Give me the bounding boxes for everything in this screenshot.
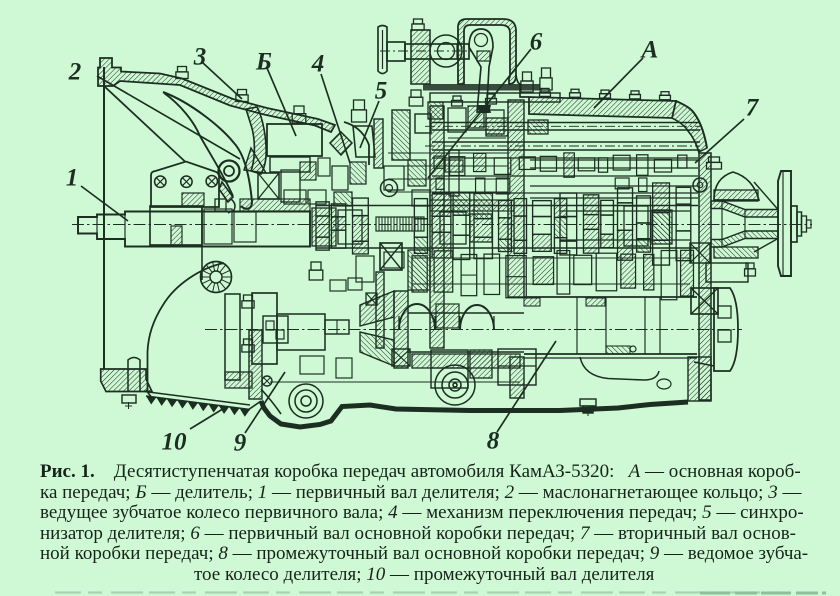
svg-text:5: 5: [375, 78, 388, 105]
svg-text:7: 7: [746, 95, 760, 122]
svg-text:6: 6: [530, 29, 543, 56]
svg-text:10: 10: [162, 429, 188, 456]
svg-text:4: 4: [311, 51, 325, 78]
svg-text:А: А: [640, 37, 659, 64]
svg-text:Б: Б: [255, 49, 272, 76]
svg-text:1: 1: [66, 165, 79, 192]
svg-text:3: 3: [193, 44, 207, 71]
svg-text:9: 9: [234, 430, 247, 457]
svg-text:2: 2: [68, 59, 82, 86]
svg-text:8: 8: [487, 428, 500, 455]
